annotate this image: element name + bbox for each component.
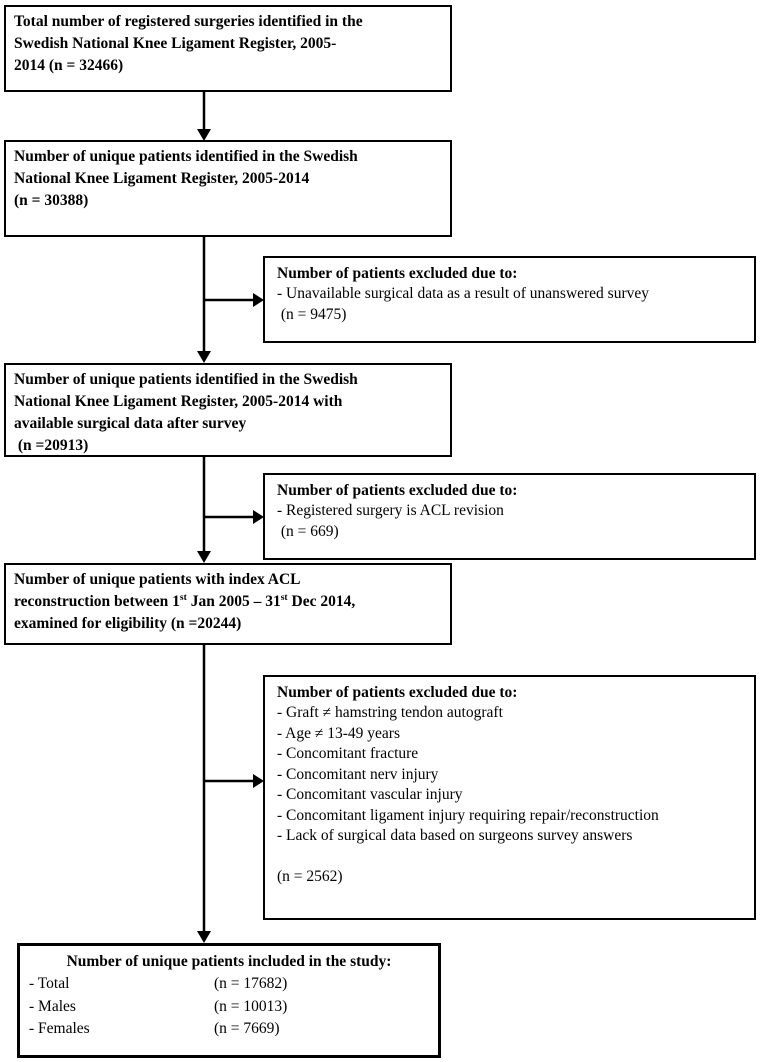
exclusion3-title: Number of patients excluded due to: [277,684,518,701]
final-row-females: - Females (n = 7669) [29,1018,438,1041]
arrow-box2-to-box3 [197,237,211,363]
final-row-total-label: - Total [29,975,70,992]
exclusion1-body: - Unavailable surgical data as a result … [277,285,650,323]
arrow-branch-to-exclusion3 [204,774,264,788]
flow-box-excluded-eligibility-criteria: Number of patients excluded due to: - Gr… [263,675,756,920]
arrow-box3-to-box4 [197,457,211,563]
final-row-females-label: - Females [29,1020,90,1037]
exclusion2-body: - Registered surgery is ACL revision (n … [277,502,504,540]
flow-box-included-in-study: Number of unique patients included in th… [17,943,441,1058]
exclusion2-title: Number of patients excluded due to: [277,482,518,499]
flow-box-index-acl-reconstruction: Number of unique patients with index ACL… [4,563,452,645]
flow-box-available-surgical-data: Number of unique patients identified in … [4,363,452,457]
arrow-box1-to-box2 [197,92,211,141]
final-box-title: Number of unique patients included in th… [66,953,392,970]
final-row-total-value: (n = 17682) [214,975,288,992]
arrow-branch-to-exclusion2 [204,510,264,524]
final-row-total: - Total (n = 17682) [29,973,438,996]
flow-box-excluded-unanswered-survey: Number of patients excluded due to: - Un… [263,256,756,343]
flow-box-unique-patients-text: Number of unique patients identified in … [14,148,358,209]
final-box-rows: - Total (n = 17682) - Males (n = 10013) … [20,973,438,1041]
flow-box-excluded-acl-revision: Number of patients excluded due to: - Re… [263,473,756,560]
final-row-males-value: (n = 10013) [214,997,288,1015]
arrow-branch-to-exclusion1 [204,293,264,307]
flow-box-available-surgical-data-text: Number of unique patients identified in … [14,371,358,454]
final-row-males: - Males (n = 10013) [29,996,438,1019]
exclusion3-body: - Graft ≠ hamstring tendon autograft - A… [277,704,659,885]
flow-box-total-surgeries: Total number of registered surgeries ide… [4,5,452,92]
flow-box-index-acl-reconstruction-text: Number of unique patients with index ACL… [14,571,356,632]
flow-box-unique-patients: Number of unique patients identified in … [4,140,452,237]
flow-box-total-surgeries-text: Total number of registered surgeries ide… [14,13,363,74]
exclusion1-title: Number of patients excluded due to: [277,265,518,282]
final-row-females-value: (n = 7669) [214,1020,280,1037]
final-row-males-label: - Males [29,997,76,1015]
arrow-box4-to-final [197,645,211,943]
